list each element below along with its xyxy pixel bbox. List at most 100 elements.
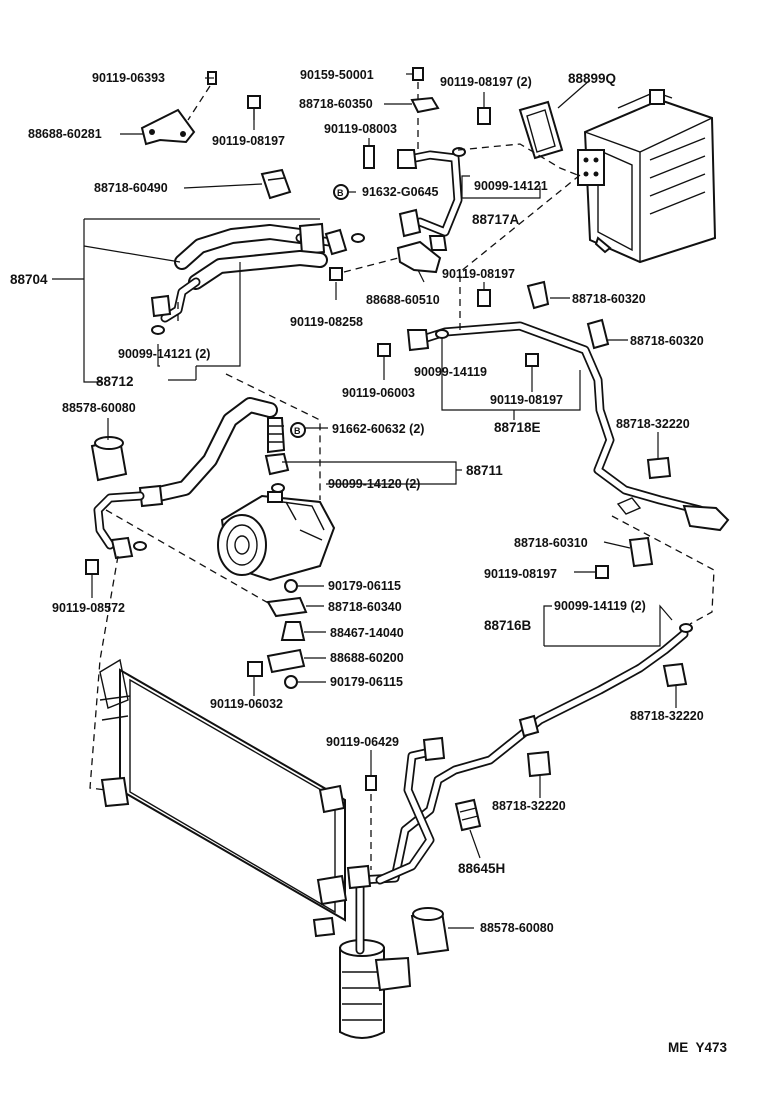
- label-88711: 88711: [466, 463, 503, 478]
- bracket-88688-60281-icon: [140, 108, 196, 146]
- svg-text:B: B: [337, 188, 344, 198]
- label-88578-60080: 88578-60080: [62, 401, 136, 415]
- bolt-90119-06003-icon: [377, 343, 391, 357]
- label-88718-60310: 88718-60310: [514, 536, 588, 550]
- receiver-dryer-icon: [339, 939, 412, 1039]
- label-91632-g0645: 91632-G0645: [362, 185, 439, 199]
- label-88688-60510: 88688-60510: [366, 293, 440, 307]
- svg-text:B: B: [294, 426, 301, 436]
- bolt-90119-06393-icon: [187, 71, 217, 121]
- discharge-hose-88711-icon: [93, 397, 290, 560]
- clamp-88718-60320-2-icon: [586, 318, 610, 350]
- label-90119-06032: 90119-06032: [210, 697, 283, 711]
- o-ring-b-icon-2: [290, 422, 306, 438]
- label-88718-32220-3: 88718-32220: [492, 799, 566, 813]
- liquid-tube-88716b-icon: [346, 629, 689, 955]
- o-ring-icon-4: [435, 329, 449, 339]
- label-90099-14121-2: 90099-14121 (2): [118, 347, 210, 361]
- label-90119-06429: 90119-06429: [326, 735, 399, 749]
- bolt-90119-08197-5-icon: [595, 565, 609, 579]
- label-88718-60340: 88718-60340: [328, 600, 402, 614]
- label-90159-50001: 90159-50001: [300, 68, 374, 82]
- label-90179-06115-2: 90179-06115: [330, 675, 403, 689]
- clip-88718-32220-icon: [646, 456, 672, 480]
- bushing-88578-60080-icon: [90, 436, 128, 482]
- label-90119-08197-3: 90119-08197: [442, 267, 515, 281]
- hose-88712-icon: [150, 250, 328, 323]
- bolt-90119-08197-4-icon: [525, 353, 539, 367]
- o-ring-icon-7: [679, 623, 693, 633]
- dash-outline-5: [457, 143, 581, 177]
- leader-lines: [52, 73, 677, 929]
- label-90119-08197-2: 90119-08197 (2): [440, 75, 532, 89]
- o-ring-b-icon: [333, 184, 349, 200]
- label-90119-06393: 90119-06393: [92, 71, 165, 85]
- label-90119-08197: 90119-08197: [212, 134, 285, 148]
- bolt-90119-08003-icon: [363, 145, 375, 169]
- tube-88717a-icon: [397, 149, 463, 238]
- label-88718-32220: 88718-32220: [616, 417, 690, 431]
- label-88712: 88712: [96, 374, 134, 389]
- compressor-icon: [217, 491, 336, 582]
- bushing-88578-60080-2-icon: [410, 907, 450, 956]
- bolt-90119-08197-2-icon: [477, 107, 491, 125]
- label-90119-08003: 90119-08003: [324, 122, 397, 136]
- o-ring-icon-3: [151, 325, 165, 335]
- bracket-88718-60340-icon: [266, 596, 308, 618]
- label-88704: 88704: [10, 272, 48, 287]
- label-88899q: 88899Q: [568, 71, 616, 86]
- pressure-switch-88645h-icon: [454, 798, 482, 832]
- leader-dash-2: [459, 174, 581, 273]
- labels: 90119-06393 90159-50001 90119-08197 (2) …: [10, 68, 728, 1055]
- label-90099-14119: 90099-14119: [414, 365, 487, 379]
- clip-88718-60310-icon: [628, 536, 654, 568]
- label-88716b: 88716B: [484, 618, 532, 633]
- label-90099-14120-2: 90099-14120 (2): [328, 477, 420, 491]
- dash-outline-2: [105, 509, 271, 605]
- label-90119-08197-5: 90119-08197: [484, 567, 557, 581]
- bolt-90119-08258-icon: [329, 257, 399, 281]
- label-88467-14040: 88467-14040: [330, 626, 404, 640]
- o-ring-icon-6: [271, 483, 285, 493]
- bolt-90119-08197-icon: [247, 95, 261, 120]
- dash-outline-1: [225, 373, 321, 500]
- clip-88718-32220-3-icon: [526, 750, 552, 778]
- label-91662-60632-2: 91662-60632 (2): [332, 422, 424, 436]
- nut-90179-06115-2-icon: [284, 675, 298, 689]
- bolt-90119-08197-3-icon: [477, 289, 491, 307]
- label-90119-06003: 90119-06003: [342, 386, 415, 400]
- clamp-88718-60490-icon: [260, 168, 292, 200]
- liquid-pipe-88718e-icon: [406, 321, 730, 532]
- label-88718-60350: 88718-60350: [299, 97, 373, 111]
- label-90119-08258: 90119-08258: [290, 315, 363, 329]
- label-88688-60281: 88688-60281: [28, 127, 102, 141]
- label-88645h: 88645H: [458, 861, 505, 876]
- bracket-88688-60510-icon: [396, 235, 448, 274]
- o-ring-icon-2: [351, 233, 365, 243]
- label-90119-08197-4: 90119-08197: [490, 393, 563, 407]
- clip-88718-32220-2-icon: [662, 662, 688, 688]
- label-88718-32220-2: 88718-32220: [630, 709, 704, 723]
- label-90119-08572: 90119-08572: [52, 601, 125, 615]
- label-90099-14119-2: 90099-14119 (2): [554, 599, 646, 613]
- bolt-90159-50001-icon: [412, 67, 424, 150]
- clamp-88718-60350-icon: [410, 96, 440, 114]
- label-88578-60080-2: 88578-60080: [480, 921, 554, 935]
- label-88688-60200: 88688-60200: [330, 651, 404, 665]
- label-88718-60490: 88718-60490: [94, 181, 168, 195]
- label-88718-60320-2: 88718-60320: [630, 334, 704, 348]
- label-90179-06115: 90179-06115: [328, 579, 401, 593]
- bracket-88688-60200-icon: [266, 648, 306, 674]
- cooling-unit-icon: [577, 89, 717, 264]
- label-88718-60320: 88718-60320: [572, 292, 646, 306]
- dash-outline-3: [89, 555, 119, 791]
- condenser-icon: [99, 658, 348, 938]
- suction-hose-88704-icon: [174, 222, 348, 270]
- gasket-icon: [518, 100, 564, 160]
- bolt-90119-08572-icon: [85, 559, 99, 575]
- label-88717a: 88717A: [472, 212, 520, 227]
- o-ring-icon-5: [133, 541, 147, 551]
- bolt-90119-06429-icon: [365, 775, 377, 870]
